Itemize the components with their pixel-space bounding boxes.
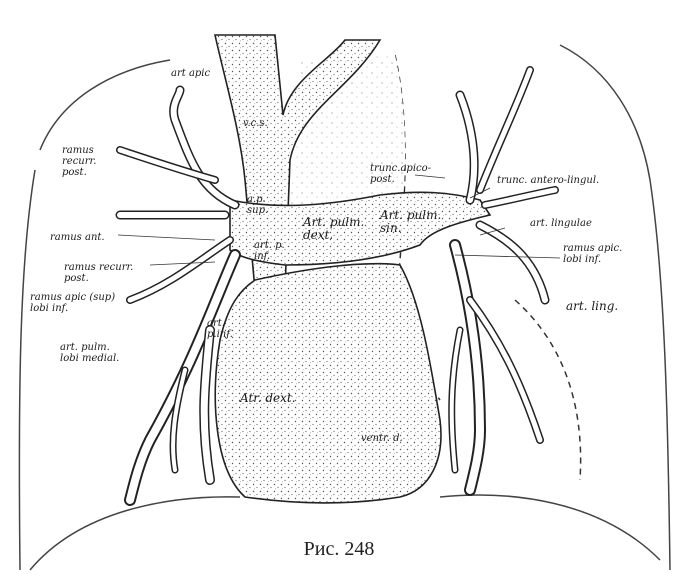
left-arterial-tree (452, 70, 555, 490)
label-ramus-apic-sup-lobi-inf: ramus apic (sup) lobi inf. (30, 292, 115, 314)
label-art-p-inf-lower: art. p.inf. (207, 318, 233, 340)
label-art-apic: art apic (171, 68, 210, 79)
label-art-lingulae: art. lingulae (530, 218, 592, 229)
label-trunc-apico-post: trunc.apico- post. (370, 163, 431, 185)
figure-caption: Рис. 248 (0, 538, 678, 561)
label-ramus-apic-lobi-inf-right: ramus apic. lobi inf. (563, 243, 622, 265)
label-art-pulm-lobi-medial: art. pulm. lobi medial. (60, 342, 119, 364)
label-art-ling: art. ling. (566, 300, 618, 313)
right-arterial-tree (120, 90, 235, 500)
label-ventr-d: ventr. d. (361, 433, 403, 444)
label-ramus-recurr-post-upper: ramus recurr. post. (62, 145, 96, 178)
heart-atrium-ventricle (215, 264, 441, 503)
label-atr-dext: Atr. dext. (240, 392, 296, 405)
label-a-p-sup: a.p. sup. (247, 194, 268, 216)
label-ramus-ant: ramus ant. (50, 232, 105, 243)
label-art-p-inf-upper: art. p. inf. (254, 240, 285, 262)
label-vcs: v.c.s. (243, 118, 268, 129)
right-lung-outline (19, 60, 170, 570)
label-art-pulm-dext: Art. pulm. dext. (303, 216, 364, 242)
label-trunc-antero-lingul: trunc. antero-lingul. (497, 175, 599, 186)
label-art-pulm-sin: Art. pulm. sin. (380, 209, 441, 235)
label-ramus-recurr-post-lower: ramus recurr. post. (64, 262, 133, 284)
